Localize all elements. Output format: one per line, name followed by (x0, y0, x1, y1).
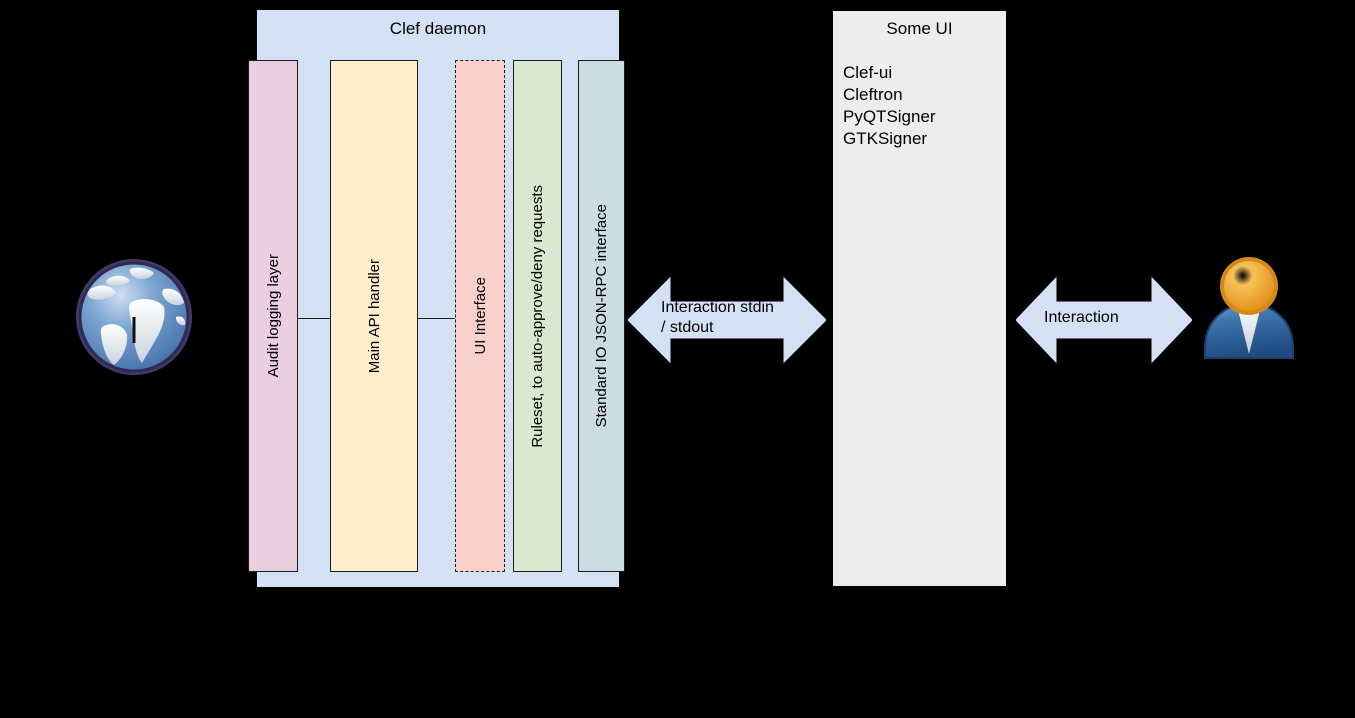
arrow-interaction-stdio: Interaction stdin / stdout (628, 276, 826, 364)
arrow-label: Interaction stdin / stdout (661, 299, 774, 336)
clef-daemon-title: Clef daemon (389, 19, 487, 38)
some-ui-title: Some UI (886, 19, 953, 38)
component-label: Audit logging layer (264, 254, 282, 378)
component-label: Main API handler (365, 258, 383, 374)
component-label: UI Interface (471, 277, 489, 355)
clef-daemon-container (257, 10, 619, 587)
component-label: Ruleset, to auto-approve/deny requests (529, 184, 546, 448)
connector-audit-to-api (297, 318, 331, 319)
list-item: GTKSigner (843, 129, 928, 148)
component-audit-logging-layer[interactable]: Audit logging layer (248, 60, 298, 572)
component-ruleset[interactable]: Ruleset, to auto-approve/deny requests (513, 60, 562, 572)
list-item: Cleftron (843, 85, 903, 104)
component-label: Standard IO JSON-RPC interface (593, 204, 610, 428)
arrow-interaction-user: Interaction (1016, 276, 1192, 364)
list-item: PyQTSigner (843, 107, 936, 126)
component-main-api-handler[interactable]: Main API handler (330, 60, 418, 572)
connector-api-to-ui-interface (417, 318, 456, 319)
list-item: Clef-ui (843, 63, 893, 82)
globe-icon (72, 255, 200, 383)
component-ui-interface[interactable]: UI Interface (455, 60, 505, 572)
component-standard-io-json-rpc[interactable]: Standard IO JSON-RPC interface (578, 60, 625, 572)
user-icon (1199, 256, 1299, 360)
some-ui-implementation-list: Clef-ui Cleftron PyQTSigner GTKSigner (843, 62, 1003, 150)
arrow-label: Interaction (1044, 309, 1119, 326)
some-ui-container (832, 10, 1007, 587)
